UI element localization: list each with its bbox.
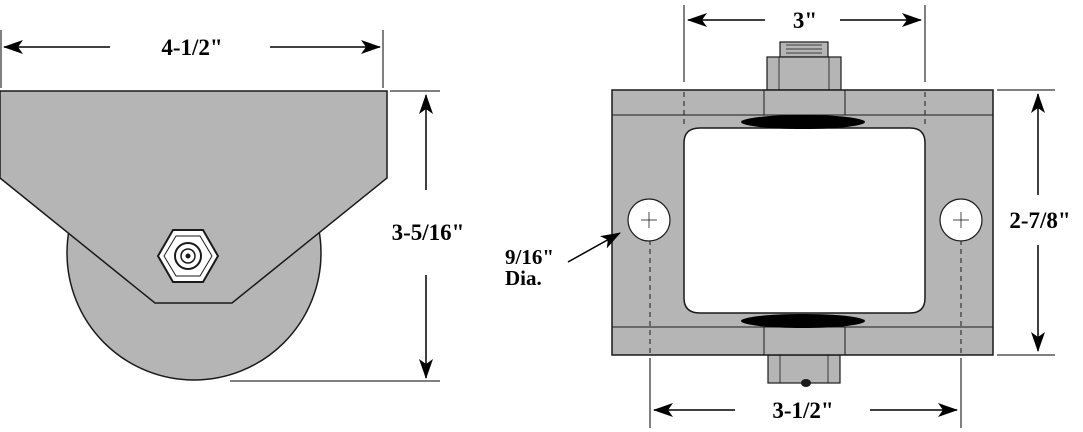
- right-mounting-hole: [939, 198, 983, 242]
- fork-plate: [0, 90, 388, 304]
- axle-nut: [156, 229, 220, 283]
- bottom-width-label: 3-1/2": [772, 398, 833, 423]
- top-view: 3" 2-7/8" 3-1/2" 9/16" Dia.: [505, 5, 1071, 428]
- side-view: 4-1/2" 3-5/16": [0, 30, 465, 382]
- top-height-dimension: 2-7/8": [997, 89, 1071, 356]
- side-height-label: 3-5/16": [392, 220, 465, 245]
- hole-diameter-unit-label: Dia.: [505, 266, 542, 290]
- top-height-label: 2-7/8": [1009, 208, 1070, 233]
- hidden-lines: [649, 92, 962, 355]
- bottom-slot: [741, 314, 865, 328]
- frame-plate: [611, 89, 994, 356]
- side-width-label: 4-1/2": [161, 35, 222, 60]
- side-width-dimension: 4-1/2": [0, 30, 384, 88]
- hole-diameter-callout: 9/16" Dia.: [505, 232, 621, 290]
- stem-top: [766, 41, 842, 91]
- bottom-width-dimension: 3-1/2": [649, 358, 962, 428]
- hole-diameter-label: 9/16": [505, 245, 554, 269]
- stem-bottom: [767, 354, 841, 387]
- top-width-dimension: 3": [683, 5, 926, 82]
- left-mounting-hole: [627, 198, 671, 242]
- top-slot: [741, 115, 865, 129]
- side-height-dimension: 3-5/16": [230, 90, 465, 382]
- top-width-label: 3": [793, 8, 817, 33]
